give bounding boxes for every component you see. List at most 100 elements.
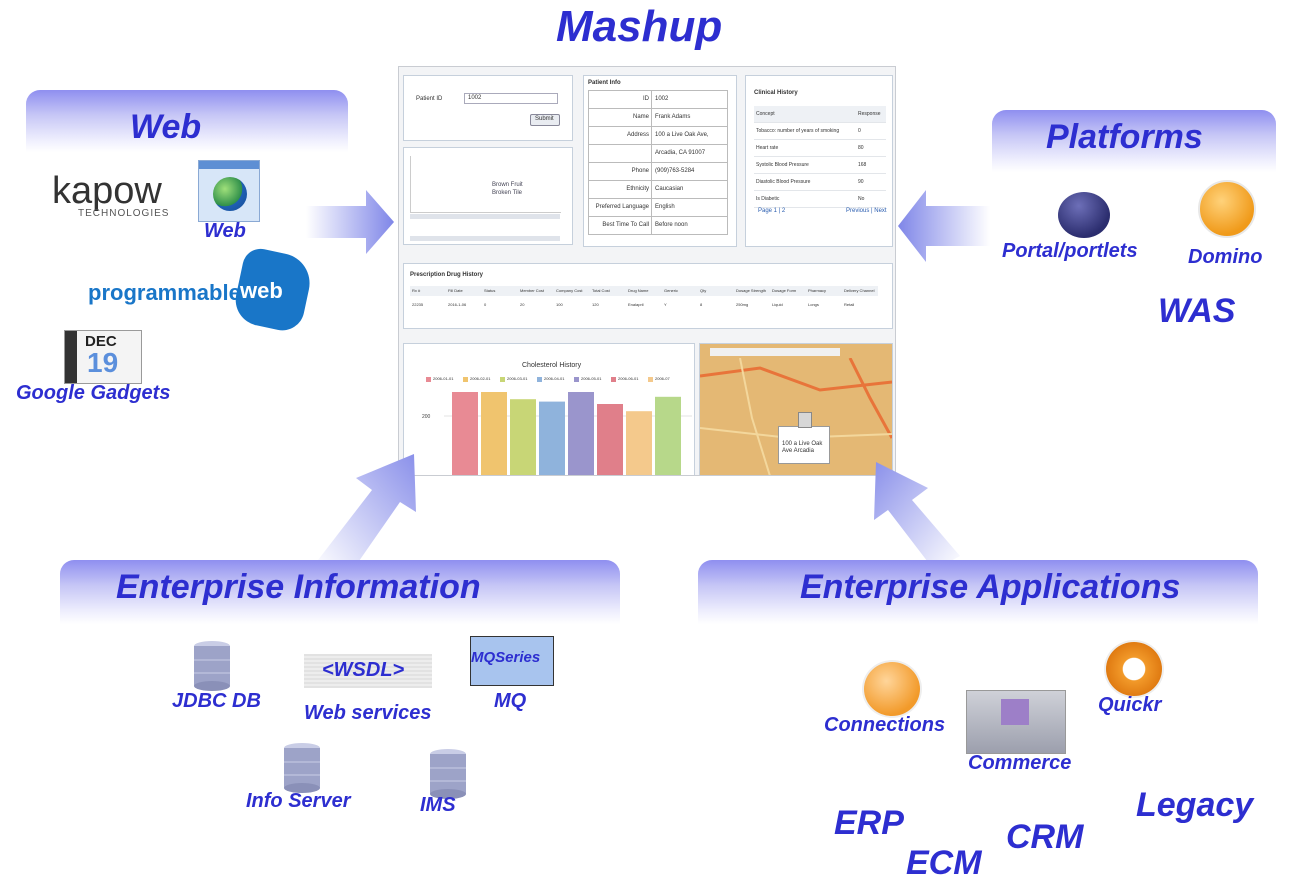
chol-legend-label: 2006-02-01 [470,376,491,381]
rx-cell: Fill Date [448,288,463,293]
patient-info-row: Arcadia, CA 91007 [588,145,728,163]
clinical-cell: Tobacco: number of years of smoking [756,128,840,134]
chol-bar [626,411,652,475]
commerce-label: Commerce [968,752,1072,774]
submit-button[interactable]: Submit [530,114,560,126]
jdbc-db-label: JDBC DB [172,690,261,712]
patient-info-row: Phone (909)763-5284 [588,163,728,181]
chol-legend-label: 2006-01-01 [433,376,454,381]
chol-legend-label: 2006-06-01 [618,376,639,381]
patient-info-title: Patient Info [588,80,621,86]
quickr-label: Quickr [1098,694,1162,716]
arrow-platforms [898,190,990,262]
patient-field-key: Phone [631,168,649,174]
portal-icon [1058,192,1110,238]
chol-legend-label: 2006-04-01 [544,376,565,381]
chart-scrollbar-2[interactable] [410,236,560,241]
ecm-label: ECM [906,844,982,882]
rx-cell: Dosage Strength [736,288,767,293]
patient-field-key: Name [632,114,649,120]
ims-icon [430,749,466,799]
patient-field-value: 100 a Live Oak Ave, [655,132,709,138]
clinical-title: Clinical History [754,90,798,96]
quickr-icon [1104,640,1164,698]
portal-label: Portal/portlets [1002,240,1138,262]
chol-bar [597,404,623,475]
chol-bar [568,392,594,475]
mqseries-text: MQSeries [471,649,541,666]
map-marker[interactable] [798,412,812,428]
rx-cell: Dosage Form [772,288,797,293]
chol-legend-swatch [574,377,579,382]
domino-label: Domino [1188,246,1263,268]
chol-legend-swatch [500,377,505,382]
enterprise-information-banner [60,560,620,624]
info-server-icon [284,743,320,793]
arrow-enterprise-apps [874,462,960,570]
map-toolbar[interactable] [710,348,840,356]
patient-field-key: Best Time To Call [602,222,649,228]
wsdl-text: <WSDL> [322,659,405,681]
rx-cell: 0 [484,302,487,307]
programmable-text: programmable [88,280,241,305]
web-banner-label: Web [130,108,202,146]
line-chart-panel: Brown Fruit Broken Tile [403,147,573,245]
rx-cell: Company Cost [556,288,583,293]
legacy-label: Legacy [1136,786,1254,824]
chart-legend-2: Broken Tile [492,190,523,196]
ims-label: IMS [420,794,456,816]
web-text: web [240,278,283,303]
platforms-banner [992,110,1276,172]
mashup-screenshot: Patient ID 1002 Submit Brown Fruit Broke… [398,66,896,476]
rx-cell: 250mg [736,302,749,307]
erp-label: ERP [834,804,904,842]
rx-cell: Delivery Channel [844,288,875,293]
patient-field-value: Frank Adams [655,114,691,120]
rx-cell: 100 [556,302,563,307]
rx-cell: Qty [700,288,707,293]
rx-cell: Retail [844,302,855,307]
rx-cell: Longs [808,302,819,307]
rx-cell: 8 [700,302,703,307]
platforms-banner-label: Platforms [1046,118,1203,156]
crm-label: CRM [1006,818,1084,856]
domino-icon [1198,180,1256,238]
arrow-enterprise-info [318,454,416,574]
kapow-logo: kapow TECHNOLOGIES [44,170,170,220]
patient-field-value: 1002 [655,96,669,102]
calendar-day: 19 [87,347,119,378]
connections-label: Connections [824,714,946,736]
google-gadgets-label: Google Gadgets [16,382,171,404]
clinical-page[interactable]: Page 1 | 2 [758,208,786,214]
patient-id-label: Patient ID [416,96,443,102]
rx-cell: Status [484,288,496,293]
chol-title: Cholesterol History [522,362,582,369]
patient-field-value: (909)763-5284 [655,168,695,174]
rx-cell: Member Cost [520,288,545,293]
patient-id-input[interactable]: 1002 [464,93,558,104]
cholesterol-chart: 200250 [422,392,692,475]
enterprise-information-label: Enterprise Information [116,568,481,606]
clinical-cell: No [858,196,865,202]
commerce-icon [966,690,1066,754]
chol-legend-label: 2006-07 [655,376,670,381]
map-panel: 100 a Live Oak Ave Arcadia [699,343,893,475]
clinical-cell: 0 [858,128,861,134]
clinical-nav[interactable]: Previous | Next [846,208,887,214]
web-label: Web [204,220,246,242]
web-services-label: Web services [304,702,432,724]
line-chart-area [410,156,561,213]
clinical-cell: Systolic Blood Pressure [756,162,809,168]
chol-legend-swatch [648,377,653,382]
patient-field-key: Preferred Language [595,204,649,210]
rx-cell: 20 [520,302,525,307]
rx-cell: Liquid [772,302,783,307]
chart-scrollbar[interactable] [410,214,560,219]
patient-info-row: Name Frank Adams [588,109,728,127]
